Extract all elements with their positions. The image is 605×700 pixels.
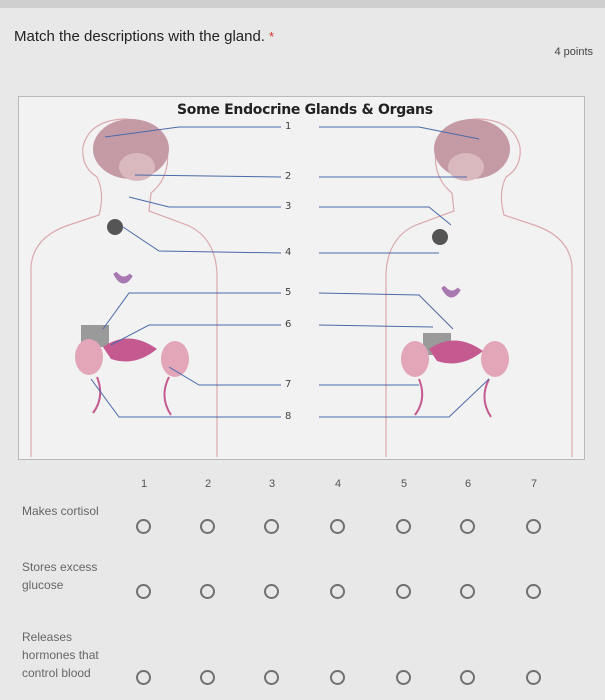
figure-number-7: 7 <box>285 379 292 390</box>
radio-row1-col3[interactable] <box>264 519 279 534</box>
right-pancreas <box>429 340 483 364</box>
radio-row3-col5[interactable] <box>396 670 411 685</box>
left-ureters <box>92 376 172 416</box>
right-body-outline <box>385 118 573 457</box>
radio-row2-col1[interactable] <box>136 584 151 599</box>
figure-title: Some Endocrine Glands & Organs <box>177 102 433 118</box>
left-pancreas <box>103 338 157 362</box>
radio-row3-col3[interactable] <box>264 670 279 685</box>
left-thymus <box>107 219 123 235</box>
column-header-3: 3 <box>268 478 276 490</box>
right-brain-stem <box>448 153 484 181</box>
left-kidney <box>75 339 103 375</box>
question-title-text: Match the descriptions with the gland. <box>14 28 265 45</box>
column-header-1: 1 <box>140 478 148 490</box>
right-kidney <box>401 341 429 377</box>
endocrine-diagram-drawing <box>30 118 573 457</box>
left-body-outline <box>30 118 218 457</box>
left-thyroid <box>113 271 133 284</box>
figure-number-8: 8 <box>285 411 292 422</box>
figure-number-4: 4 <box>285 247 292 258</box>
left-brain-stem <box>119 153 155 181</box>
column-header-5: 5 <box>400 478 408 490</box>
row-label-makes-cortisol: Makes cortisol <box>22 504 99 518</box>
radio-row2-col4[interactable] <box>330 584 345 599</box>
radio-row2-col6[interactable] <box>460 584 475 599</box>
radio-row2-col2[interactable] <box>200 584 215 599</box>
right-kidney-2 <box>481 341 509 377</box>
radio-row3-col7[interactable] <box>526 670 541 685</box>
question-title: Match the descriptions with the gland.* <box>14 28 274 45</box>
radio-row2-col5[interactable] <box>396 584 411 599</box>
points-label: 4 points <box>554 46 593 58</box>
radio-row2-col3[interactable] <box>264 584 279 599</box>
radio-row3-col6[interactable] <box>460 670 475 685</box>
row-label-releases-hormones: Releases hormones that control blood <box>22 630 99 680</box>
column-header-7: 7 <box>530 478 538 490</box>
figure-number-3: 3 <box>285 201 292 212</box>
figure-number-5: 5 <box>285 287 292 298</box>
radio-row3-col2[interactable] <box>200 670 215 685</box>
right-thymus <box>432 229 448 245</box>
right-thyroid <box>441 285 461 298</box>
radio-row3-col1[interactable] <box>136 670 151 685</box>
figure-number-6: 6 <box>285 319 292 330</box>
connector-lines <box>90 126 490 418</box>
radio-row1-col4[interactable] <box>330 519 345 534</box>
row-label-stores-excess-glucose: Stores excess glucose <box>22 560 98 592</box>
radio-row1-col5[interactable] <box>396 519 411 534</box>
right-ureters <box>414 378 492 418</box>
radio-row1-col6[interactable] <box>460 519 475 534</box>
radio-row1-col2[interactable] <box>200 519 215 534</box>
figure-number-2: 2 <box>285 171 292 182</box>
left-kidney-2 <box>161 341 189 377</box>
column-header-4: 4 <box>334 478 342 490</box>
radio-row2-col7[interactable] <box>526 584 541 599</box>
question-card: Match the descriptions with the gland.* … <box>0 8 605 700</box>
endocrine-diagram: Some Endocrine Glands & Organs 1 2 3 4 5… <box>18 96 585 460</box>
column-header-6: 6 <box>464 478 472 490</box>
radio-row1-col1[interactable] <box>136 519 151 534</box>
column-header-2: 2 <box>204 478 212 490</box>
radio-row3-col4[interactable] <box>330 670 345 685</box>
radio-row1-col7[interactable] <box>526 519 541 534</box>
figure-number-1: 1 <box>285 121 292 132</box>
required-asterisk: * <box>268 29 275 44</box>
